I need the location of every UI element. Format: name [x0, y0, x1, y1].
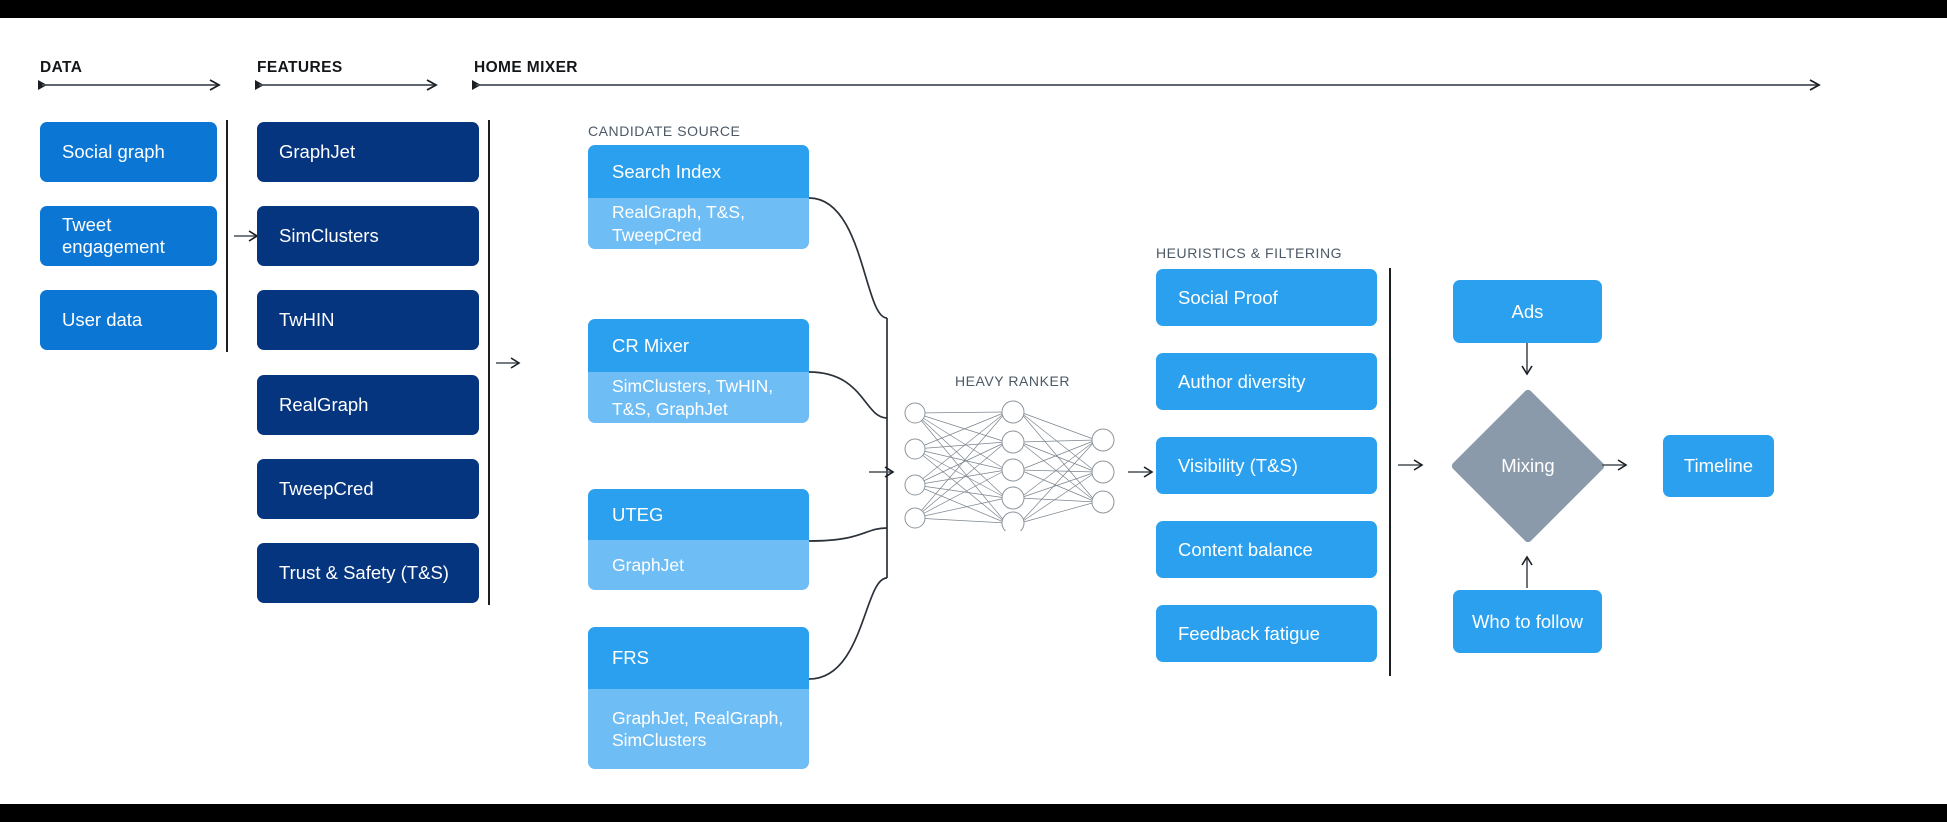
feature-box-label: TwHIN — [279, 309, 335, 330]
feature-box-trust-safety[interactable]: Trust & Safety (T&S) — [257, 543, 479, 603]
divider-data-features — [226, 120, 228, 352]
heuristic-box-label: Feedback fatigue — [1178, 622, 1320, 644]
caption-heavy-ranker: HEAVY RANKER — [955, 373, 1071, 389]
candidate-card-search-index[interactable]: Search Index RealGraph, T&S, TweepCred — [588, 145, 809, 249]
data-box-label: Tweet engagement — [62, 214, 165, 257]
output-box-who-to-follow[interactable]: Who to follow — [1453, 590, 1602, 653]
arrow-heavy-ranker-to-heuristics — [1128, 466, 1154, 478]
section-label-data: DATA — [40, 59, 83, 76]
data-box-user-data[interactable]: User data — [40, 290, 217, 350]
diagram-canvas: DATA FEATURES HOME MIXER Social graph Tw… — [0, 18, 1947, 804]
candidate-card-title: Search Index — [588, 145, 809, 198]
data-box-tweet-engagement[interactable]: Tweet engagement — [40, 206, 217, 266]
output-box-ads[interactable]: Ads — [1453, 280, 1602, 343]
divider-features-homemixer — [488, 120, 490, 605]
feature-box-label: TweepCred — [279, 478, 374, 499]
feature-box-realgraph[interactable]: RealGraph — [257, 375, 479, 435]
feature-box-simclusters[interactable]: SimClusters — [257, 206, 479, 266]
heuristic-box-label: Author diversity — [1178, 370, 1306, 392]
candidate-card-features: GraphJet — [588, 540, 809, 590]
candidate-card-features: RealGraph, T&S, TweepCred — [588, 198, 809, 249]
axis-arrow-features — [255, 79, 438, 91]
divider-heuristics-mixing — [1389, 268, 1391, 676]
feature-box-tweepcred[interactable]: TweepCred — [257, 459, 479, 519]
mixing-diamond[interactable]: Mixing — [1450, 388, 1606, 544]
candidate-card-title: CR Mixer — [588, 319, 809, 372]
axis-arrow-home-mixer — [472, 79, 1821, 91]
candidate-card-frs[interactable]: FRS GraphJet, RealGraph, SimClusters — [588, 627, 809, 769]
heuristic-box-author-diversity[interactable]: Author diversity — [1156, 353, 1377, 410]
data-box-social-graph[interactable]: Social graph — [40, 122, 217, 182]
candidate-card-uteg[interactable]: UTEG GraphJet — [588, 489, 809, 590]
data-box-label: Social graph — [62, 141, 165, 162]
heuristic-box-label: Social Proof — [1178, 286, 1278, 308]
axis-arrow-data — [38, 79, 221, 91]
feature-box-label: GraphJet — [279, 141, 356, 162]
heuristic-box-label: Content balance — [1178, 538, 1313, 560]
arrow-candidates-to-heavy-ranker — [869, 466, 895, 478]
mixing-label: Mixing — [1501, 455, 1555, 476]
arrow-heuristics-to-mixing — [1398, 459, 1424, 471]
output-box-label: Timeline — [1683, 455, 1754, 476]
caption-heuristics: HEURISTICS & FILTERING — [1156, 245, 1343, 261]
arrow-ads-to-mixing — [1521, 343, 1533, 376]
feature-box-label: Trust & Safety (T&S) — [279, 562, 449, 583]
candidate-card-features: SimClusters, TwHIN, T&S, GraphJet — [588, 372, 809, 423]
output-box-label: Who to follow — [1471, 610, 1584, 632]
caption-candidate-source: CANDIDATE SOURCE — [588, 123, 741, 139]
output-box-label: Ads — [1511, 300, 1544, 322]
candidate-card-features: GraphJet, RealGraph, SimClusters — [588, 689, 809, 769]
heuristic-box-content-balance[interactable]: Content balance — [1156, 521, 1377, 578]
feature-box-graphjet[interactable]: GraphJet — [257, 122, 479, 182]
feature-box-label: SimClusters — [279, 225, 379, 246]
heuristic-box-visibility[interactable]: Visibility (T&S) — [1156, 437, 1377, 494]
data-box-label: User data — [62, 309, 143, 330]
candidate-card-cr-mixer[interactable]: CR Mixer SimClusters, TwHIN, T&S, GraphJ… — [588, 319, 809, 423]
heavy-ranker-neural-network — [904, 400, 1115, 531]
section-label-features: FEATURES — [257, 59, 343, 76]
candidate-card-title: FRS — [588, 627, 809, 689]
heuristic-box-social-proof[interactable]: Social Proof — [1156, 269, 1377, 326]
arrow-who-to-follow-to-mixing — [1521, 555, 1533, 588]
heuristic-box-label: Visibility (T&S) — [1178, 454, 1298, 476]
output-box-timeline[interactable]: Timeline — [1663, 435, 1774, 497]
section-label-home-mixer: HOME MIXER — [474, 59, 578, 76]
feature-box-twhin[interactable]: TwHIN — [257, 290, 479, 350]
connector-candidates-to-ranker — [808, 197, 888, 680]
arrow-mixing-to-timeline — [1602, 459, 1628, 471]
heuristic-box-feedback-fatigue[interactable]: Feedback fatigue — [1156, 605, 1377, 662]
feature-box-label: RealGraph — [279, 394, 369, 415]
candidate-card-title: UTEG — [588, 489, 809, 540]
arrow-features-to-candidates — [496, 357, 521, 369]
